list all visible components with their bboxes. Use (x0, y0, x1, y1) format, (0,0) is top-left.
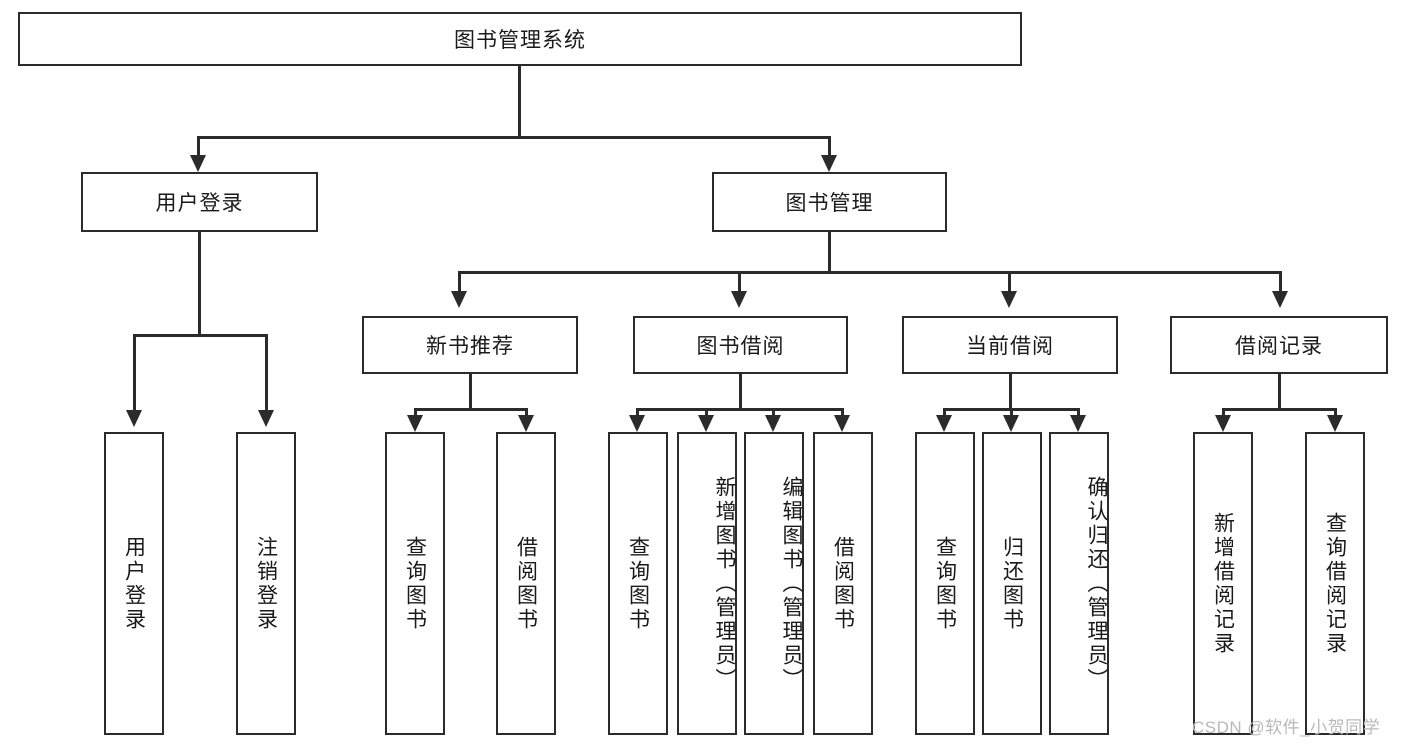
arrowhead-bb-child-3 (765, 415, 781, 432)
node-label: 新书推荐 (426, 335, 514, 358)
edge-to-current-borrow (1008, 271, 1011, 297)
arrowhead-bb-child-1 (629, 415, 645, 432)
node-label: 查询图书 (403, 535, 427, 632)
leaf-borrow-book-recommend[interactable]: 借阅图书 (496, 432, 556, 735)
edge-user-login-child-2 (265, 334, 268, 416)
edge-book-manage-trunk (828, 232, 831, 273)
edge-user-login-trunk (198, 232, 201, 336)
leaf-edit-book-admin[interactable]: 编辑图书（管理员） (744, 432, 804, 735)
arrowhead-book-borrow (731, 291, 747, 308)
arrowhead-leaf-logout (258, 410, 274, 427)
arrowhead-cb-child-1 (936, 415, 952, 432)
node-label: 用户登录 (155, 192, 244, 215)
node-label: 查询借阅记录 (1323, 511, 1347, 656)
edge-to-user-login (197, 136, 200, 161)
node-borrow-record[interactable]: 借阅记录 (1170, 316, 1388, 374)
node-label: 查询图书 (933, 535, 957, 632)
node-label: 借阅记录 (1235, 335, 1323, 358)
node-new-book-recommend[interactable]: 新书推荐 (362, 316, 578, 374)
leaf-return-book[interactable]: 归还图书 (982, 432, 1042, 735)
node-label: 新增借阅记录 (1211, 511, 1235, 656)
arrowhead-book-manage (821, 155, 837, 172)
arrowhead-cb-child-3 (1070, 415, 1086, 432)
arrowhead-borrow-record (1272, 291, 1288, 308)
edge-user-login-child-1 (133, 334, 136, 416)
node-user-login[interactable]: 用户登录 (81, 172, 318, 232)
edge-level1-bus (197, 136, 831, 139)
edge-root-trunk (518, 66, 521, 138)
node-root-system[interactable]: 图书管理系统 (18, 12, 1022, 66)
csdn-watermark: CSDN @软件_小贺同学 (1192, 718, 1381, 737)
edge-level3-bus (458, 271, 1282, 274)
arrowhead-nbr-child-2 (518, 415, 534, 432)
node-label: 确认归还（管理员） (1085, 475, 1108, 692)
edge-nbr-bus (414, 408, 528, 411)
leaf-borrow-book-borrow[interactable]: 借阅图书 (813, 432, 873, 735)
node-label: 注销登录 (254, 535, 278, 632)
leaf-query-book-borrow[interactable]: 查询图书 (608, 432, 668, 735)
edge-bb-trunk (739, 374, 742, 410)
edge-to-book-borrow (738, 271, 741, 297)
arrowhead-nbr-child-1 (407, 415, 423, 432)
edge-nbr-trunk (469, 374, 472, 410)
node-label: 图书管理 (785, 192, 874, 215)
arrowhead-leaf-user-login (126, 410, 142, 427)
edge-to-borrow-record (1279, 271, 1282, 297)
edge-bb-bus (636, 408, 844, 411)
node-label: 图书管理系统 (454, 29, 586, 52)
arrowhead-cb-child-2 (1003, 415, 1019, 432)
node-label: 借阅图书 (831, 535, 855, 632)
leaf-query-book-current[interactable]: 查询图书 (915, 432, 975, 735)
node-label: 新增图书（管理员） (713, 475, 736, 692)
leaf-add-borrow-record[interactable]: 新增借阅记录 (1193, 432, 1253, 735)
edge-to-book-manage (828, 136, 831, 161)
node-label: 编辑图书（管理员） (780, 475, 803, 692)
leaf-user-login[interactable]: 用户登录 (104, 432, 164, 735)
node-current-borrow[interactable]: 当前借阅 (902, 316, 1118, 374)
edge-to-new-book-rec (458, 271, 461, 297)
node-label: 当前借阅 (966, 335, 1054, 358)
node-label: 图书借阅 (696, 335, 785, 358)
node-label: 用户登录 (122, 535, 146, 632)
edge-br-trunk (1278, 374, 1281, 410)
arrowhead-br-child-2 (1327, 415, 1343, 432)
arrowhead-br-child-1 (1215, 415, 1231, 432)
node-book-borrow[interactable]: 图书借阅 (633, 316, 848, 374)
edge-cb-trunk (1009, 374, 1012, 410)
arrowhead-bb-child-4 (834, 415, 850, 432)
arrowhead-new-book-rec (451, 291, 467, 308)
node-label: 借阅图书 (514, 535, 538, 632)
leaf-confirm-return-admin[interactable]: 确认归还（管理员） (1049, 432, 1109, 735)
node-label: 查询图书 (626, 535, 650, 632)
leaf-logout[interactable]: 注销登录 (236, 432, 296, 735)
arrowhead-current-borrow (1001, 291, 1017, 308)
edge-br-bus (1222, 408, 1337, 411)
leaf-add-book-admin[interactable]: 新增图书（管理员） (677, 432, 737, 735)
node-book-management[interactable]: 图书管理 (712, 172, 947, 232)
leaf-query-borrow-record[interactable]: 查询借阅记录 (1305, 432, 1365, 735)
node-label: 归还图书 (1000, 535, 1024, 632)
edge-user-login-bus (133, 334, 268, 337)
arrowhead-bb-child-2 (698, 415, 714, 432)
arrowhead-user-login (190, 155, 206, 172)
leaf-query-book-recommend[interactable]: 查询图书 (385, 432, 445, 735)
